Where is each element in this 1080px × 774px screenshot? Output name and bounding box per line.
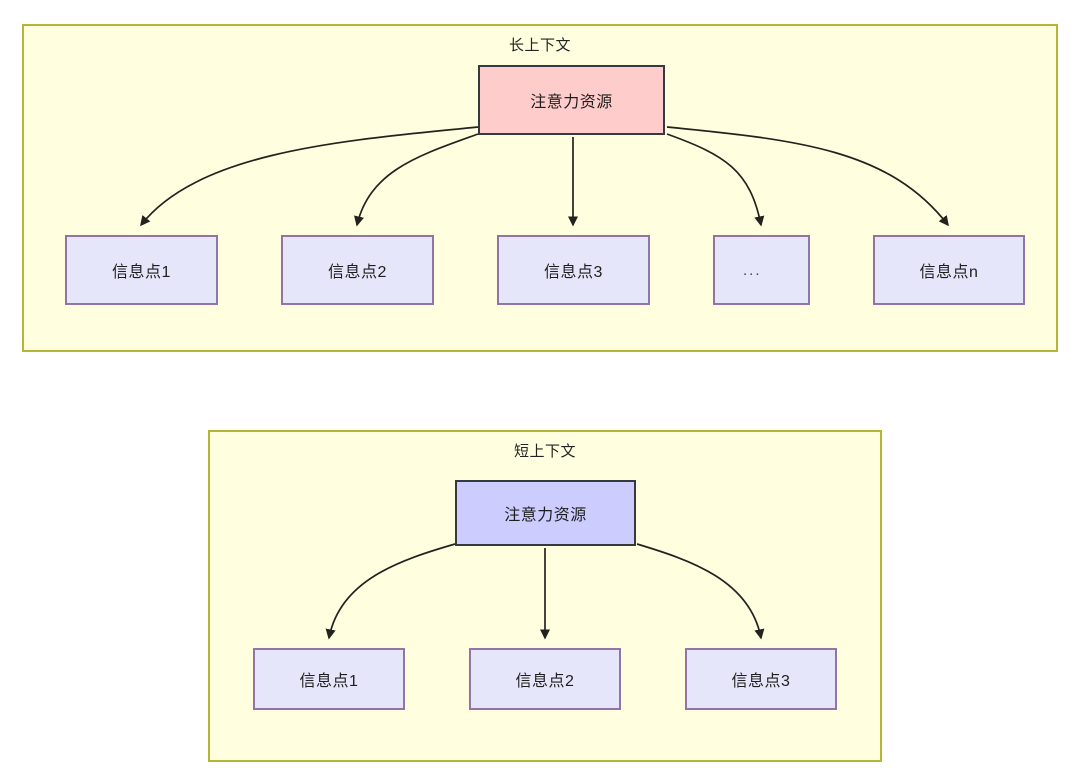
node-attention-resource-short[interactable]: 注意力资源 bbox=[455, 480, 636, 546]
node-attention-resource-long[interactable]: 注意力资源 bbox=[478, 65, 665, 135]
node-info-point-short-3[interactable]: 信息点3 bbox=[685, 648, 837, 710]
node-info-point-short-2[interactable]: 信息点2 bbox=[469, 648, 621, 710]
node-info-point-long-1[interactable]: 信息点1 bbox=[65, 235, 218, 305]
node-info-point-long-ellipsis[interactable]: ... bbox=[713, 235, 810, 305]
node-info-point-long-n[interactable]: 信息点n bbox=[873, 235, 1025, 305]
node-info-point-long-3[interactable]: 信息点3 bbox=[497, 235, 650, 305]
panel-short-context-title: 短上下文 bbox=[513, 443, 576, 460]
node-info-point-long-2[interactable]: 信息点2 bbox=[281, 235, 434, 305]
panel-long-context-title: 长上下文 bbox=[508, 37, 571, 54]
node-info-point-short-1[interactable]: 信息点1 bbox=[253, 648, 405, 710]
